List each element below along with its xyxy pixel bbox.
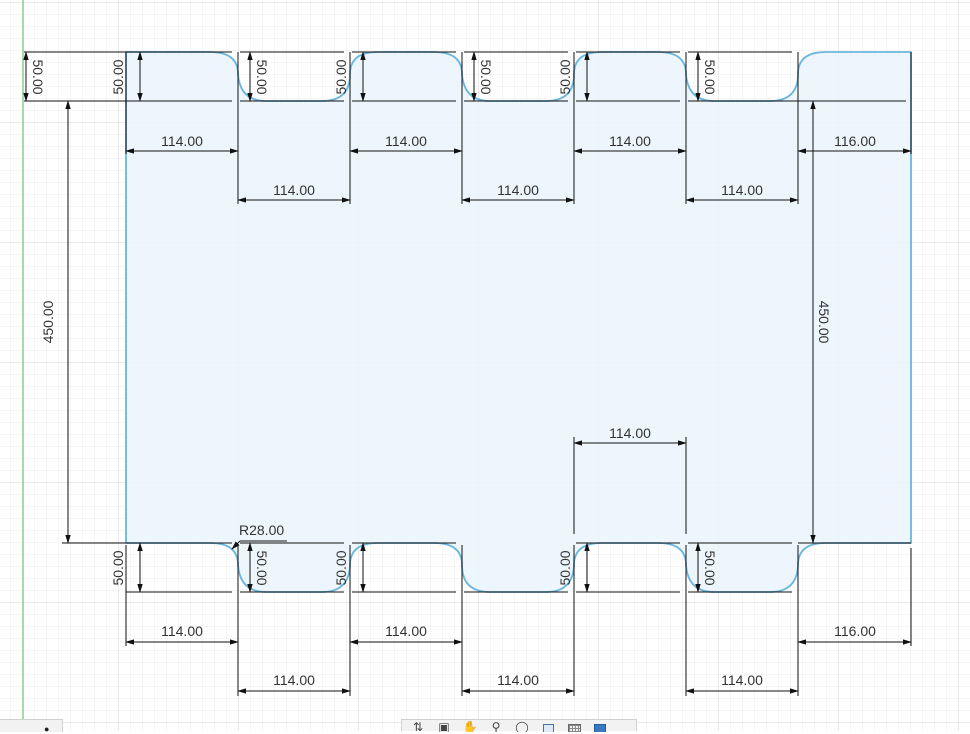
- dim-label-total-height: 450.00: [40, 300, 56, 343]
- dim-label-height: 50.00: [557, 59, 573, 94]
- dim-label-height: 50.00: [478, 59, 494, 94]
- dim-label-height: 50.00: [557, 550, 573, 585]
- dim-label-height: 50.00: [110, 550, 126, 585]
- dim-label-radius: R28.00: [239, 522, 284, 538]
- dim-label-width: 114.00: [161, 133, 203, 149]
- dim-label-width: 114.00: [273, 672, 315, 688]
- browser-toolbar-stub: ●: [0, 719, 63, 734]
- dim-label-height: 50.00: [702, 550, 718, 585]
- pan-icon[interactable]: ✋: [462, 720, 478, 732]
- dim-label-width: 114.00: [609, 133, 651, 149]
- dim-label-height: 50.00: [333, 550, 349, 585]
- dim-label-width: 114.00: [497, 182, 539, 198]
- dim-label-height: 50.00: [30, 59, 46, 94]
- dim-label-width: 114.00: [497, 672, 539, 688]
- dim-label-height: 50.00: [254, 550, 270, 585]
- dim-label-width: 114.00: [273, 182, 315, 198]
- dim-label-width: 114.00: [721, 672, 763, 688]
- look-at-icon[interactable]: ▣: [438, 720, 450, 732]
- dim-label-width: 114.00: [385, 623, 427, 639]
- circle-icon[interactable]: ●: [44, 724, 50, 734]
- zoom-icon[interactable]: ⚲: [491, 720, 501, 732]
- dim-label-width: 114.00: [161, 623, 203, 639]
- navigation-toolbar: ⇅ ▣ ✋ ⚲ ◯: [401, 719, 637, 732]
- dim-label-width: 114.00: [385, 133, 427, 149]
- grid-settings-icon[interactable]: [566, 720, 582, 732]
- dimension-lines: [24, 51, 912, 696]
- dim-label-height: 50.00: [254, 59, 270, 94]
- dim-label-width: 114.00: [721, 182, 763, 198]
- orbit-icon[interactable]: ⇅: [412, 720, 424, 732]
- dim-label-height: 50.00: [110, 59, 126, 94]
- fit-icon[interactable]: ◯: [515, 720, 529, 732]
- radius-leader: [231, 540, 287, 550]
- dim-label-width: 114.00: [609, 425, 651, 441]
- dim-label-end-width: 116.00: [834, 133, 876, 149]
- dim-label-total-height: 450.00: [816, 301, 832, 344]
- dim-label-height: 50.00: [333, 59, 349, 94]
- sketch-profile[interactable]: [125, 51, 912, 593]
- dimension-arrows: [23, 51, 912, 694]
- dim-label-end-width: 116.00: [834, 623, 876, 639]
- dim-label-height: 50.00: [702, 59, 718, 94]
- display-settings-icon[interactable]: [540, 720, 556, 732]
- viewports-icon[interactable]: [592, 720, 608, 732]
